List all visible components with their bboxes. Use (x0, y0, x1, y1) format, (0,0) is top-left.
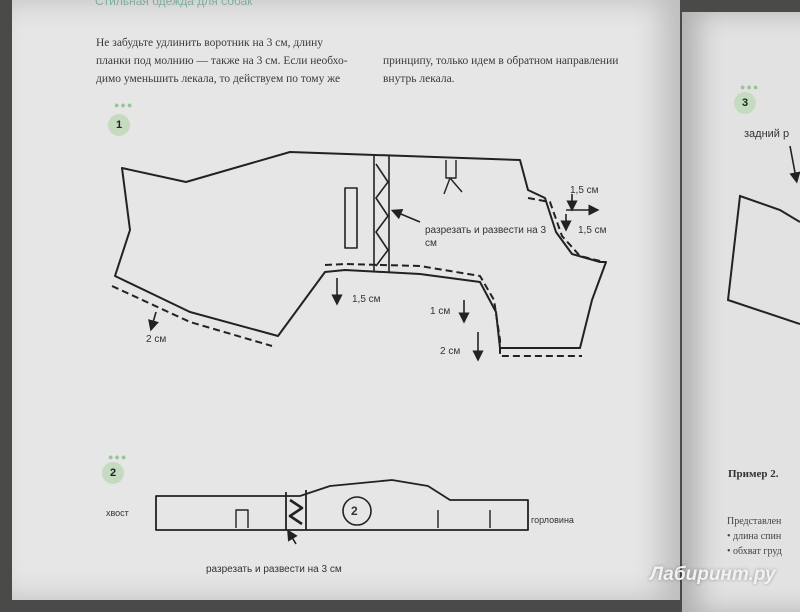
arrow-left (148, 311, 159, 332)
body-text-column-1: Не забудьте удлинить воротник на 3 см, д… (96, 37, 348, 85)
measure-left: 2 см (146, 334, 167, 345)
example-title: Пример 2. (728, 468, 779, 480)
cut-zigzag (375, 163, 389, 267)
measure-mid: 1,5 см (352, 294, 381, 305)
paw-icon-1: ●●● (114, 100, 134, 110)
arrow-cut-1 (390, 208, 421, 223)
running-title: Стильная одежда для собак (95, 0, 253, 8)
step-badge-3: 3 (734, 92, 756, 114)
cut-label-line1: разрезать и развести на 3 (425, 225, 547, 236)
arrow-back (789, 145, 800, 184)
step-badge-2: 2 (102, 462, 124, 484)
pattern-outline-2 (155, 479, 529, 531)
circle-number: 2 (351, 504, 358, 518)
left-page (12, 0, 680, 600)
cut-label-2: разрезать и развести на 3 см (206, 564, 342, 575)
tail-mark (235, 509, 249, 528)
neck-label: горловина (531, 515, 574, 525)
paw-icon-3: ●●● (740, 82, 760, 92)
extension-right (527, 197, 605, 263)
leg-mark (443, 160, 463, 195)
watermark: Лабиринт.ру (650, 564, 776, 585)
extension-bottom-left (111, 285, 273, 347)
pattern-outline-3 (726, 194, 800, 325)
cut-zigzag-2 (288, 498, 304, 526)
paw-icon-2: ●●● (108, 452, 128, 462)
arrow-cut-2 (287, 529, 298, 545)
right-page-text: Представлен • длина спин • обхват груд (727, 516, 782, 557)
measure-right-top: 1,5 см (570, 185, 599, 196)
pattern-outline-1 (114, 151, 607, 349)
circle-marker (342, 496, 372, 526)
extension-belly (324, 262, 582, 357)
cut-label-line2: см (425, 238, 437, 249)
step-badge-1: 1 (108, 114, 130, 136)
back-label-fragment: задний р (744, 128, 790, 140)
measure-bottom-right: 2 см (440, 346, 461, 357)
body-text-column-2: принципу, только идем в обратном направл… (383, 55, 619, 85)
measure-right-mid: 1,5 см (578, 225, 607, 236)
measure-belly: 1 см (430, 306, 451, 317)
pattern-slot (344, 187, 358, 249)
tail-label: хвост (106, 508, 129, 518)
